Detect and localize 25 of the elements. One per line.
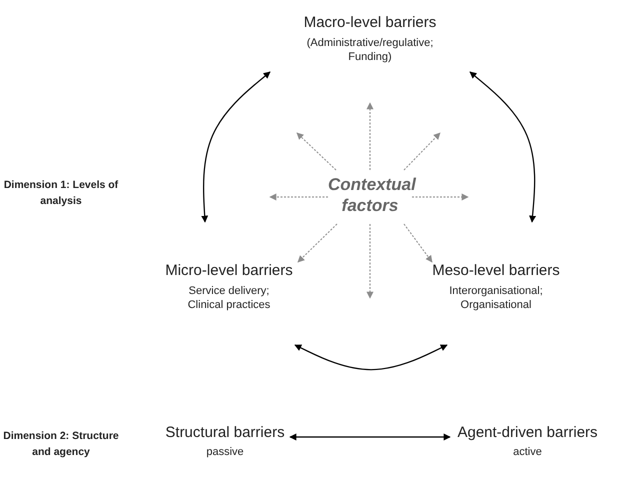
node-subtitle: Interorganisational; Organisational	[448, 284, 544, 312]
dotted-arrow	[366, 102, 374, 170]
node-title: Structural barriers	[165, 424, 285, 442]
node-subtitle: active	[513, 445, 542, 459]
dotted-arrow	[298, 224, 338, 262]
dotted-arrow	[412, 194, 469, 200]
double-arrow	[469, 72, 536, 223]
node-title: Macro-level barriers	[304, 14, 436, 32]
node-subtitle: passive	[206, 445, 244, 459]
dotted-arrow	[404, 224, 432, 263]
node-subtitle: (Administrative/regulative; Funding)	[306, 36, 434, 64]
node-title: Meso-level barriers	[432, 262, 560, 280]
dotted-arrow	[404, 132, 440, 170]
node-subtitle: Service delivery; Clinical practices	[186, 284, 272, 312]
dotted-arrow	[366, 224, 374, 299]
node-title: Micro-level barriers	[165, 262, 293, 280]
double-arrow	[294, 344, 448, 370]
double-arrow	[289, 434, 451, 440]
center-label: Contextual factors	[328, 175, 416, 215]
double-arrow	[201, 72, 271, 223]
dimension-label: Dimension 1: Levels of analysis	[2, 178, 120, 209]
dimension-label: Dimension 2: Structure and agency	[2, 429, 120, 460]
dotted-arrow	[269, 194, 328, 200]
node-title: Agent-driven barriers	[457, 424, 598, 442]
dotted-arrow	[296, 132, 336, 170]
